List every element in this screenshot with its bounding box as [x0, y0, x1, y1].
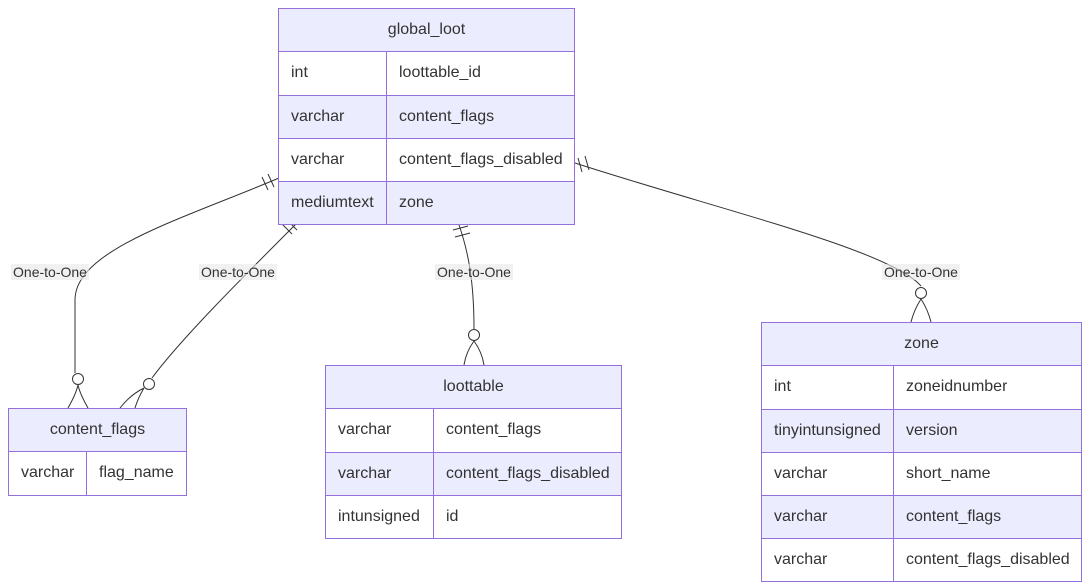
field-row: varchar content_flags_disabled	[326, 452, 621, 495]
relationship-label: One-to-One	[435, 264, 513, 280]
field-type: tinyintunsigned	[762, 410, 894, 452]
field-row: varchar content_flags_disabled	[762, 538, 1081, 581]
entity-global-loot: global_loot int loottable_id varchar con…	[278, 8, 575, 225]
field-name: content_flags	[446, 421, 542, 438]
entity-title: loottable	[326, 366, 621, 409]
field-name: short_name	[906, 465, 991, 482]
field-type: varchar	[279, 139, 387, 181]
field-name: id	[446, 508, 459, 525]
one-marker	[261, 176, 269, 191]
field-name: content_flags	[906, 508, 1002, 525]
one-marker	[584, 155, 590, 171]
field-row: tinyintunsigned version	[762, 409, 1081, 452]
many-marker	[463, 340, 485, 366]
relationship-line	[151, 221, 299, 379]
relationship-label: One-to-One	[882, 264, 960, 280]
field-row: varchar flag_name	[9, 452, 186, 495]
field-type: varchar	[9, 452, 87, 495]
field-row: varchar content_flags	[762, 495, 1081, 538]
entity-title: zone	[762, 323, 1081, 366]
field-name: content_flags_disabled	[399, 151, 563, 168]
entity-title: global_loot	[279, 9, 574, 52]
field-name: zoneidnumber	[906, 378, 1008, 395]
field-row: intunsigned id	[326, 495, 621, 538]
field-type: int	[279, 52, 387, 95]
field-type: varchar	[326, 453, 434, 495]
field-type: int	[762, 366, 894, 409]
field-type: varchar	[279, 96, 387, 138]
relationship-line	[74, 177, 280, 373]
field-name: version	[906, 422, 958, 439]
field-row: mediumtext zone	[279, 181, 574, 224]
field-row: varchar content_flags	[279, 95, 574, 138]
field-name: content_flags_disabled	[446, 465, 610, 482]
field-type: varchar	[762, 453, 894, 495]
entity-title: content_flags	[9, 409, 186, 452]
relationship-line	[574, 162, 922, 287]
field-type: varchar	[762, 496, 894, 538]
one-marker	[577, 157, 583, 173]
field-type: varchar	[326, 409, 434, 452]
field-name: content_flags_disabled	[906, 551, 1070, 568]
field-type: mediumtext	[279, 182, 387, 224]
entity-loottable: loottable varchar content_flags varchar …	[325, 365, 622, 539]
field-name: content_flags	[399, 108, 495, 125]
zero-marker	[468, 329, 480, 341]
one-marker	[267, 173, 275, 188]
relationship-label: One-to-One	[199, 264, 277, 280]
many-marker	[119, 387, 145, 409]
one-marker	[281, 223, 293, 235]
zero-marker	[72, 373, 84, 385]
zero-marker	[143, 378, 155, 390]
field-row: varchar content_flags	[326, 409, 621, 452]
field-name: loottable_id	[399, 64, 481, 81]
field-row: int loottable_id	[279, 52, 574, 95]
one-marker	[454, 232, 471, 238]
one-marker	[452, 225, 469, 231]
field-type: varchar	[762, 539, 894, 581]
relationship-label: One-to-One	[11, 264, 89, 280]
field-name: flag_name	[99, 464, 174, 481]
zero-marker	[915, 287, 927, 299]
entity-zone: zone int zoneidnumber tinyintunsigned ve…	[761, 322, 1082, 582]
field-name: zone	[399, 194, 434, 211]
entity-content-flags: content_flags varchar flag_name	[8, 408, 187, 496]
field-row: int zoneidnumber	[762, 366, 1081, 409]
many-marker	[910, 298, 932, 323]
field-row: varchar content_flags_disabled	[279, 138, 574, 181]
field-type: intunsigned	[326, 496, 434, 538]
many-marker	[67, 384, 89, 409]
field-row: varchar short_name	[762, 452, 1081, 495]
